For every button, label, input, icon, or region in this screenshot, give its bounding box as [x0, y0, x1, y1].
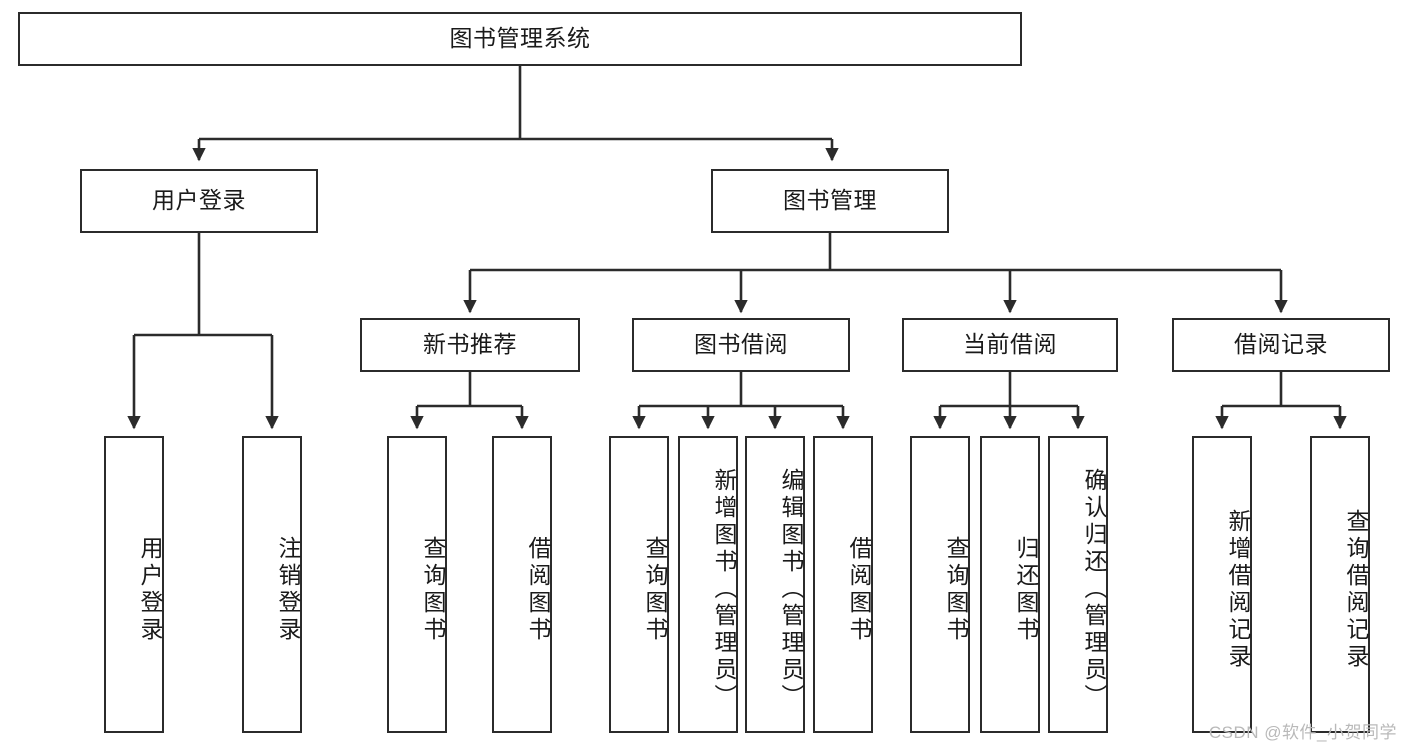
- node-label: 查询图书: [943, 535, 969, 644]
- node-label: 借阅图书: [525, 535, 551, 644]
- leaf-user-login[interactable]: 用户登录: [104, 436, 164, 733]
- node-label: 新增借阅记录: [1225, 508, 1251, 671]
- node-label: 借阅图书: [846, 535, 872, 644]
- node-label: 新增图书（管理员）: [711, 468, 737, 711]
- node-label: 新书推荐: [423, 331, 517, 358]
- leaf-logout[interactable]: 注销登录: [242, 436, 302, 733]
- node-new-book-recommend[interactable]: 新书推荐: [360, 318, 580, 372]
- node-label: 查询图书: [642, 535, 668, 644]
- leaf-return-book[interactable]: 归还图书: [980, 436, 1040, 733]
- node-label: 用户登录: [152, 187, 246, 214]
- leaf-query-book-current[interactable]: 查询图书: [910, 436, 970, 733]
- node-label: 图书管理: [783, 187, 877, 214]
- leaf-borrow-book[interactable]: 借阅图书: [813, 436, 873, 733]
- node-label: 查询借阅记录: [1343, 508, 1369, 671]
- node-label: 用户登录: [137, 535, 163, 644]
- node-label: 图书借阅: [694, 331, 788, 358]
- leaf-add-borrow-record[interactable]: 新增借阅记录: [1192, 436, 1252, 733]
- node-book-management[interactable]: 图书管理: [711, 169, 949, 233]
- node-book-borrow[interactable]: 图书借阅: [632, 318, 850, 372]
- csdn-watermark: CSDN @软件_小贺同学: [1208, 723, 1397, 742]
- node-label: 归还图书: [1013, 535, 1039, 644]
- leaf-confirm-return-admin[interactable]: 确认归还（管理员）: [1048, 436, 1108, 733]
- leaf-query-book-new[interactable]: 查询图书: [387, 436, 447, 733]
- leaf-add-book-admin[interactable]: 新增图书（管理员）: [678, 436, 738, 733]
- leaf-query-book-borrow[interactable]: 查询图书: [609, 436, 669, 733]
- node-label: 图书管理系统: [449, 25, 591, 52]
- node-borrow-record[interactable]: 借阅记录: [1172, 318, 1390, 372]
- node-label: 查询图书: [420, 535, 446, 644]
- leaf-edit-book-admin[interactable]: 编辑图书（管理员）: [745, 436, 805, 733]
- node-label: 注销登录: [275, 535, 301, 644]
- node-label: 借阅记录: [1234, 331, 1328, 358]
- node-label: 编辑图书（管理员）: [778, 468, 804, 711]
- leaf-borrow-book-new[interactable]: 借阅图书: [492, 436, 552, 733]
- node-current-borrow[interactable]: 当前借阅: [902, 318, 1118, 372]
- node-root-book-management-system[interactable]: 图书管理系统: [18, 12, 1022, 66]
- leaf-query-borrow-record[interactable]: 查询借阅记录: [1310, 436, 1370, 733]
- node-label: 确认归还（管理员）: [1081, 468, 1107, 711]
- node-label: 当前借阅: [963, 331, 1057, 358]
- node-user-login[interactable]: 用户登录: [80, 169, 318, 233]
